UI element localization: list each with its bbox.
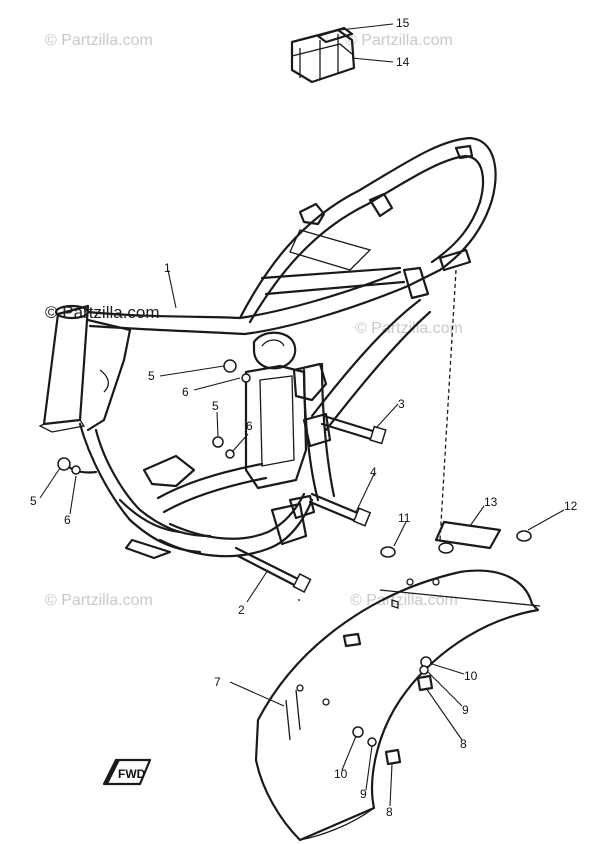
callouts: 15 14 1 5 6 5 6 5 6 3 4 2 13 12 11 10 9 … — [30, 16, 578, 819]
callout-6: 6 — [246, 419, 253, 433]
callout-8: 8 — [386, 805, 393, 819]
battery-band — [290, 26, 356, 84]
callout-14: 14 — [396, 55, 410, 69]
callout-3: 3 — [398, 397, 405, 411]
callout-9: 9 — [360, 787, 367, 801]
bolts — [234, 414, 387, 593]
mount-guideline — [439, 269, 457, 541]
rear-fender — [254, 569, 541, 842]
callout-9: 9 — [462, 703, 469, 717]
callout-11: 11 — [398, 511, 411, 525]
callout-15: 15 — [396, 16, 410, 30]
callout-2: 2 — [238, 603, 245, 617]
watermark: © Partzilla.com — [355, 320, 463, 337]
callout-13: 13 — [484, 495, 498, 509]
callout-6: 6 — [182, 385, 189, 399]
callout-10: 10 — [334, 767, 348, 781]
watermark: © Partzilla.com — [350, 592, 458, 609]
watermark: © Partzilla.com — [45, 32, 153, 49]
callout-5: 5 — [148, 369, 155, 383]
callout-7: 7 — [214, 675, 221, 689]
callout-10: 10 — [464, 669, 478, 683]
fender-hardware — [352, 520, 532, 766]
frame — [38, 136, 497, 560]
callout-4: 4 — [370, 465, 377, 479]
leader-lines — [39, 23, 565, 807]
watermark: © Partzilla.com — [345, 32, 453, 49]
callout-8: 8 — [460, 737, 467, 751]
callout-1: 1 — [164, 261, 171, 275]
fwd-label: FWD — [118, 767, 146, 781]
callout-5: 5 — [212, 399, 219, 413]
watermark: © Partzilla.com — [45, 592, 153, 609]
callout-5: 5 — [30, 494, 37, 508]
fwd-marker: FWD — [102, 758, 152, 786]
callout-6: 6 — [64, 513, 71, 527]
callout-12: 12 — [564, 499, 578, 513]
frame-fasteners — [57, 359, 251, 475]
